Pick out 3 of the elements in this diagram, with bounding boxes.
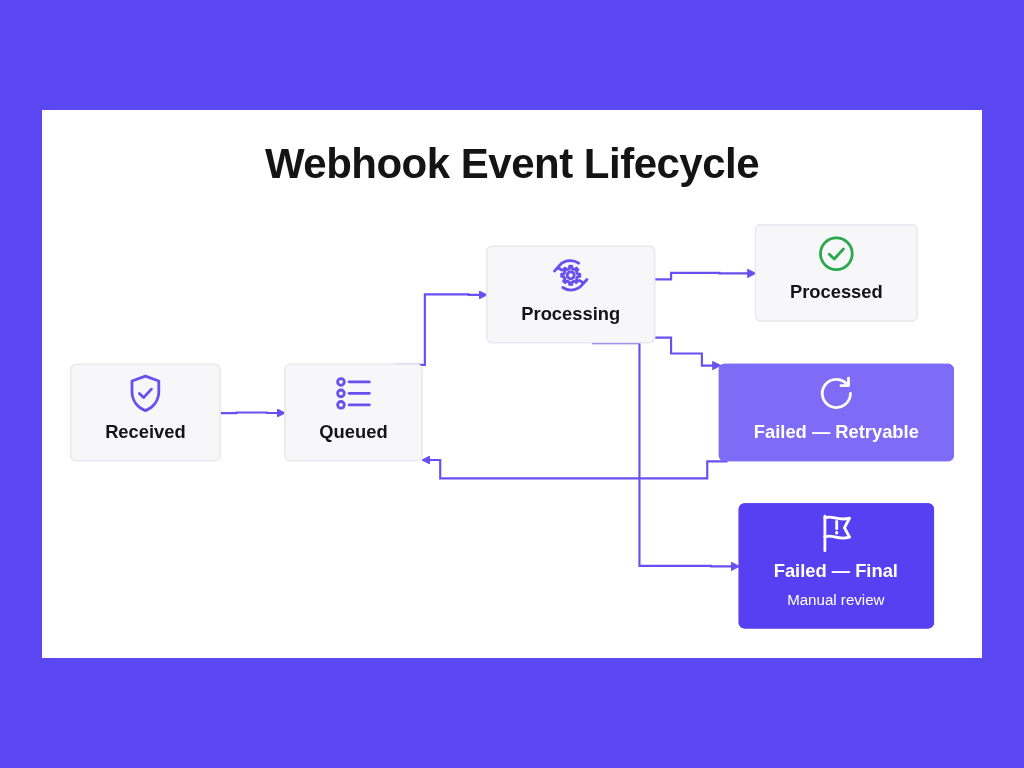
arrow bbox=[655, 336, 722, 371]
title: Webhook Event Lifecycle bbox=[264, 140, 760, 188]
arrow bbox=[421, 455, 728, 480]
